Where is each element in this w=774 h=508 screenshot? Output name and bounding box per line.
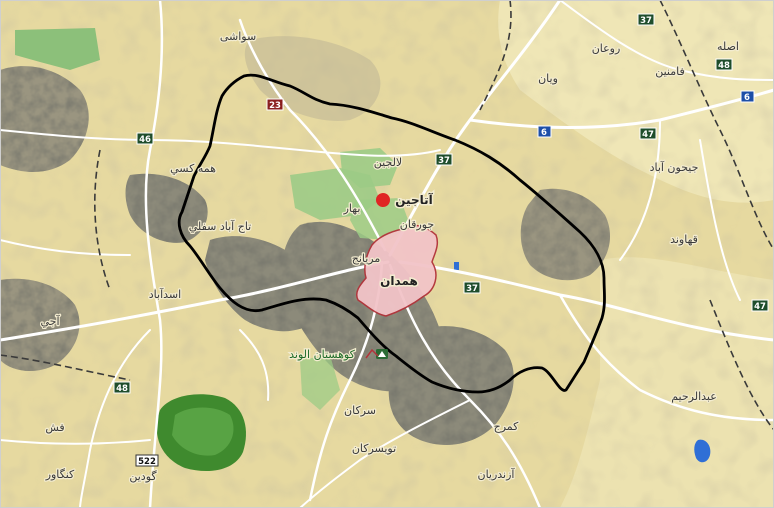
railway — [0, 0, 774, 431]
green-area — [300, 355, 340, 410]
road-shield-48-top: 48 — [715, 58, 733, 71]
label-asleh: اصله — [717, 40, 739, 53]
label-vian: ويان — [538, 72, 558, 85]
label-bahar: بهار — [343, 202, 361, 215]
svg-text:522: 522 — [138, 457, 156, 467]
label-sarkan: سركان — [344, 404, 376, 417]
label-azandarian: آزندريان — [477, 467, 515, 481]
lake — [694, 439, 711, 463]
road-shield-37-top: 37 — [637, 13, 655, 26]
road-shield-37-north: 37 — [435, 153, 453, 166]
svg-text:46: 46 — [139, 135, 151, 145]
mountain-peak-icon[interactable] — [376, 349, 388, 359]
label-savashi: سواشی — [220, 30, 256, 43]
label-tajabad: تاج آباد سفلي — [189, 219, 251, 233]
hamedan-city-area[interactable] — [355, 224, 439, 317]
label-tuyserkan: تويسركان — [352, 442, 396, 455]
label-lalejin: لالجين — [374, 156, 402, 169]
label-kangavar: كنگاور — [45, 468, 75, 481]
green-area — [350, 198, 410, 240]
lake — [454, 262, 459, 270]
label-jurqan: جورقان — [400, 218, 434, 231]
svg-text:37: 37 — [438, 156, 450, 166]
svg-text:6: 6 — [744, 93, 750, 103]
study-area-boundary — [177, 73, 606, 394]
label-kabudrahang: همه كسي — [170, 162, 216, 175]
label-alvand: كوهستان الوند — [289, 348, 355, 361]
road-shield-47-mid: 47 — [639, 127, 657, 140]
road-shield-46: 46 — [136, 132, 154, 145]
peak-trail — [365, 348, 379, 359]
road-shields: 37 48 6 6 47 46 23 37 37 47 48 522 — [113, 13, 769, 467]
label-ajhi: آجي — [40, 314, 60, 328]
road-shield-23: 23 — [266, 98, 284, 111]
label-fash: فش — [45, 421, 64, 434]
svg-text:37: 37 — [640, 16, 652, 26]
place-labels: سواشی روعان اصله ويان فامنين لالجين همه … — [39, 29, 740, 485]
label-famanin: فامنين — [655, 65, 685, 78]
green-area — [15, 28, 100, 70]
svg-text:48: 48 — [718, 61, 730, 71]
label-rowan: روعان — [592, 42, 621, 55]
red-dot-marker-icon[interactable] — [376, 193, 390, 207]
svg-text:47: 47 — [642, 130, 654, 140]
svg-text:6: 6 — [541, 128, 547, 138]
road-shield-6-right: 6 — [740, 90, 755, 103]
road-shield-47-east: 47 — [751, 299, 769, 312]
label-qahavand: قهاوند — [670, 233, 698, 246]
green-area — [340, 148, 398, 188]
svg-text:23: 23 — [269, 101, 281, 111]
road-shield-37-east: 37 — [463, 281, 481, 294]
label-jeyhunabad: جيحون آباد — [650, 160, 699, 174]
forest-highlight — [172, 407, 234, 456]
label-gudin: گودين — [129, 470, 157, 483]
label-kamreh: كمرج — [494, 420, 520, 433]
label-asadabad: اسدآباد — [149, 287, 181, 301]
svg-text:47: 47 — [754, 302, 766, 312]
svg-text:37: 37 — [466, 284, 478, 294]
label-hamedan: همدان — [380, 274, 418, 288]
road-shield-48-west: 48 — [113, 381, 131, 394]
road-shield-6-mid: 6 — [537, 125, 552, 138]
label-ajin: آتاجين — [395, 192, 433, 207]
svg-text:48: 48 — [116, 384, 128, 394]
label-abdolrahim: عبدالرحيم — [671, 390, 717, 403]
road-shield-522: 522 — [135, 454, 159, 467]
label-maryanaj: مريانج — [352, 252, 381, 265]
